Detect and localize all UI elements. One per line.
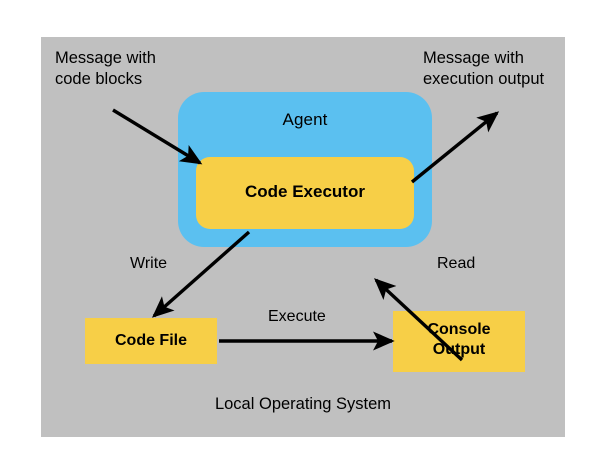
message-out-line2: execution output bbox=[423, 70, 545, 89]
code-executor-label: Code Executor bbox=[245, 182, 365, 201]
code-file-label: Code File bbox=[114, 332, 187, 349]
local-operating-system-label: Local Operating System bbox=[214, 395, 392, 413]
message-with-execution-output-label: Message with execution output bbox=[423, 48, 605, 91]
write-edge-label: Write bbox=[130, 255, 168, 272]
message-in-line2: code blocks bbox=[55, 70, 143, 89]
execute-edge-label: Execute bbox=[268, 308, 326, 325]
read-edge-label: Read bbox=[437, 255, 476, 272]
message-out-line1: Message with bbox=[423, 49, 524, 67]
console-output-label-line1: Console bbox=[427, 321, 491, 338]
console-output-label: Console Output bbox=[393, 320, 525, 361]
agent-label: Agent bbox=[282, 110, 328, 129]
code-executor-box bbox=[196, 157, 414, 229]
message-in-line1: Message with bbox=[55, 49, 156, 67]
code-file-box bbox=[85, 318, 217, 364]
console-output-label-line2: Output bbox=[432, 341, 486, 359]
message-with-code-blocks-label: Message with code blocks bbox=[55, 48, 235, 91]
